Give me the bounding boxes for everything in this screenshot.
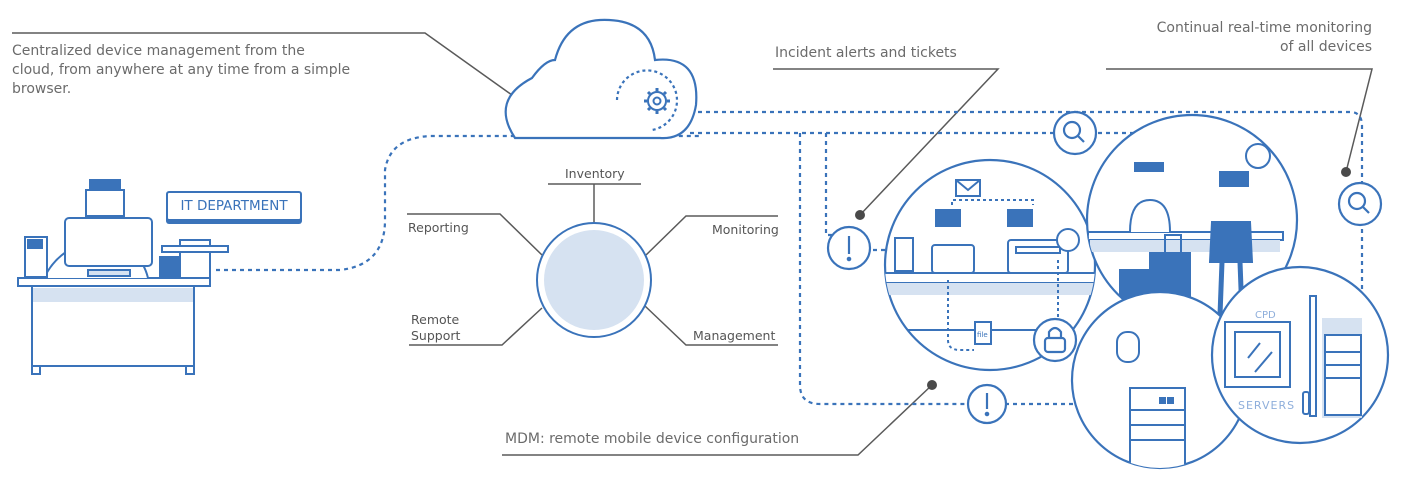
cloud-leader-line [12,32,541,116]
servers-scene [1210,265,1390,445]
incidents-callout: Incident alerts and tickets [775,45,957,61]
feature-remote-support-line: Support [411,328,461,343]
feature-remote-support: Remote Support [411,312,460,344]
mdm-leader-line [502,384,933,456]
monitoring-leader-dot [1341,167,1351,177]
monitoring-spoke [645,215,778,256]
feature-monitoring: Monitoring [712,222,779,237]
cloud-callout: Centralized device management from the c… [12,42,350,99]
search-icon[interactable] [1337,181,1383,227]
printer-scene [1070,290,1250,470]
cloud-callout-line: Centralized device management from the [12,43,305,59]
servers-label: SERVERS [1238,399,1295,412]
it-department-badge: IT DEPARTMENT [166,191,302,221]
cloud-callout-line: cloud, from anywhere at any time from a … [12,62,351,78]
search-icon[interactable] [1052,110,1098,156]
feature-inventory: Inventory [565,166,625,181]
mdm-callout: MDM: remote mobile device configuration [505,431,800,447]
gear-icon [644,88,670,114]
remote-support-spoke [409,307,543,346]
alert-icon[interactable] [966,383,1008,425]
network-lines [216,110,1364,406]
monitoring-callout-line: Continual real-time monitoring [1156,20,1372,36]
monitoring-leader-line [1106,68,1373,173]
mdm-leader-dot [927,380,937,390]
feature-reporting: Reporting [408,220,469,235]
incidents-leader-line [773,68,1000,216]
alert-icon[interactable] [826,225,872,271]
monitoring-callout: Continual real-time monitoring of all de… [1100,19,1372,57]
office-scene [883,158,1097,372]
clock-icon [1056,228,1080,252]
feature-management: Management [693,328,776,343]
it-department-illustration [17,179,229,375]
cpd-label: CPD [1255,310,1276,321]
incidents-leader-dot [855,210,865,220]
file-label: file [977,331,988,339]
hub-inner [544,230,644,330]
cloud-icon [504,18,698,140]
lock-icon [1032,317,1078,363]
feature-remote-support-line: Remote [411,312,460,327]
management-spoke [644,305,778,346]
chat-bubble-icon [1245,143,1271,169]
reporting-spoke [407,213,543,256]
monitoring-callout-line: of all devices [1279,39,1372,55]
cloud-callout-line: browser. [12,81,72,97]
